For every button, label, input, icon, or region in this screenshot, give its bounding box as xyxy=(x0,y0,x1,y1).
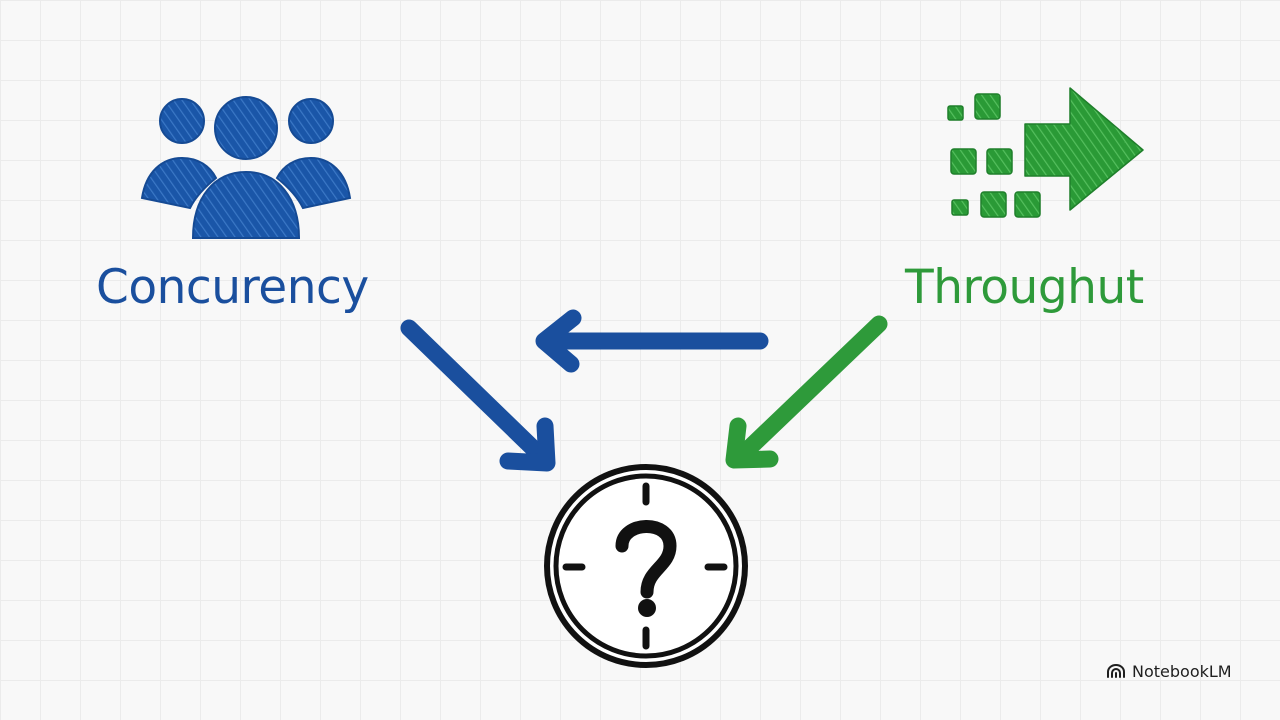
notebooklm-logo-icon xyxy=(1107,663,1125,678)
arrow-concurrency-to-result xyxy=(400,319,556,472)
throughput-label: Throughut xyxy=(905,260,1144,315)
users-group-icon xyxy=(140,96,352,239)
data-flow-arrow-icon xyxy=(947,87,1144,218)
brand-name: NotebookLM xyxy=(1132,661,1232,681)
concurrency-label: Concurency xyxy=(96,260,369,315)
arrow-throughput-to-result xyxy=(725,315,888,469)
clock-question-icon xyxy=(544,464,748,668)
arrow-throughput-to-concurrency xyxy=(535,309,769,373)
brand-watermark: NotebookLM xyxy=(1106,660,1232,682)
